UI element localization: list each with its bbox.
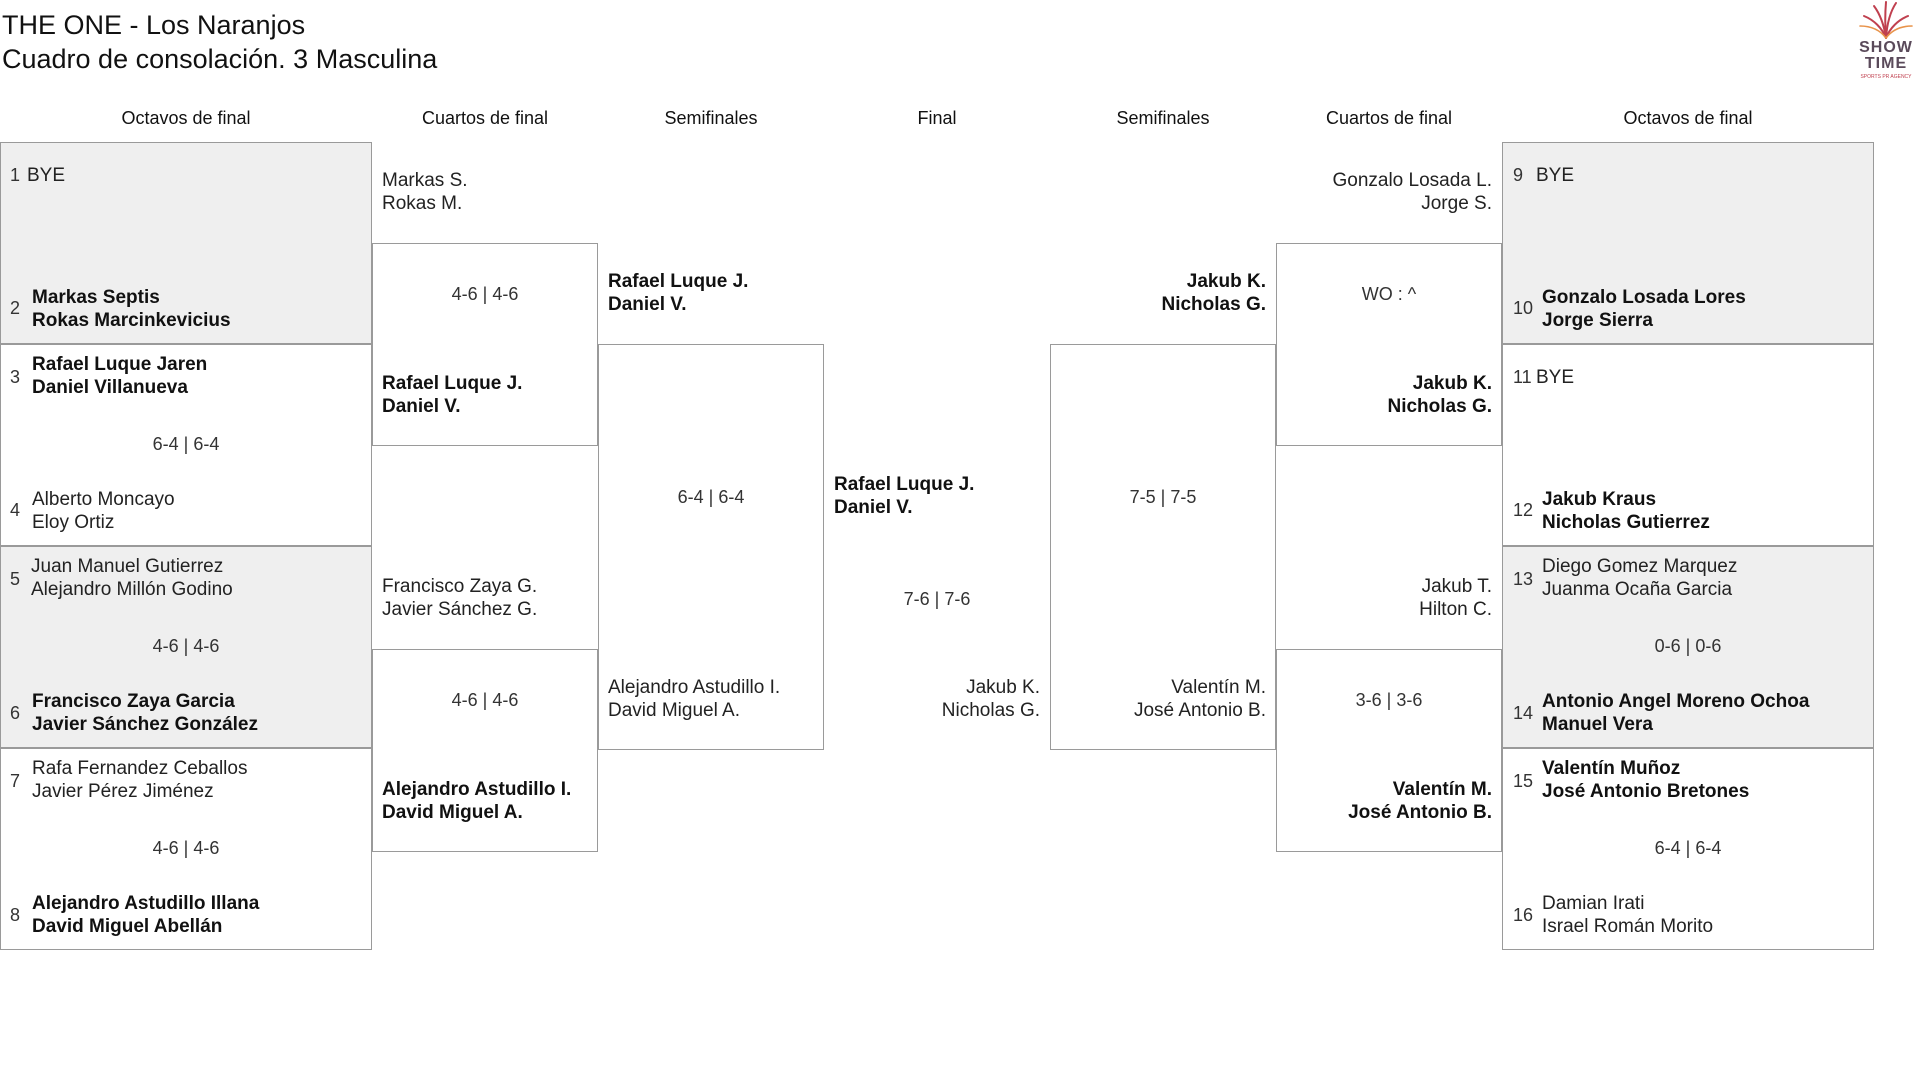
round-header-left-sf: Semifinales: [664, 108, 758, 128]
seed-number: 8: [10, 905, 21, 925]
team-loser: Markas S.Rokas M.: [382, 170, 468, 214]
round-header-final: Final: [917, 108, 957, 128]
right-r16-match-4: [1502, 748, 1874, 950]
seed-number: 16: [1513, 905, 1534, 925]
match-score: 4-6 | 4-6: [152, 838, 220, 858]
team-winner: Jakub K.Nicholas G.: [1387, 373, 1492, 417]
seed-number: 6: [10, 703, 21, 723]
round-header-right-sf: Semifinales: [1116, 108, 1210, 128]
logo-tagline: SPORTS PR AGENCY: [1860, 74, 1912, 80]
left-qf-match-2: [372, 649, 598, 852]
round-header-right-qf: Cuartos de final: [1325, 108, 1453, 128]
team-loser: Gonzalo Losada L.Jorge S.: [1332, 170, 1492, 214]
team-winner: Jakub K.Nicholas G.: [1161, 271, 1266, 315]
right-qf-match-1: [1276, 243, 1502, 446]
seed-number: 11: [1513, 367, 1532, 387]
left-r16-match-2: [0, 344, 372, 546]
right-sf-match: [1050, 344, 1276, 750]
right-r16-match-3: [1502, 546, 1874, 748]
round-header-right-r16: Octavos de final: [1623, 108, 1753, 128]
match-score: 3-6 | 3-6: [1355, 690, 1423, 710]
round-header-left-qf: Cuartos de final: [421, 108, 549, 128]
match-score: 6-4 | 6-4: [1654, 838, 1722, 858]
match-score: 7-5 | 7-5: [1129, 487, 1197, 507]
left-r16-match-3: [0, 546, 372, 748]
logo-word-show: SHOW: [1859, 39, 1913, 56]
fireworks-icon: [1859, 1, 1913, 39]
seed-number: 3: [10, 367, 21, 387]
page-title: THE ONE - Los Naranjos Cuadro de consola…: [2, 8, 437, 76]
team-loser: Francisco Zaya G.Javier Sánchez G.: [382, 576, 538, 620]
match-score: 4-6 | 4-6: [451, 690, 519, 710]
seed-number: 10: [1513, 298, 1534, 318]
left-sf-match: [598, 344, 824, 750]
team-winner: Rafael Luque J.Daniel V.: [608, 271, 749, 315]
team-winner: Valentín M.José Antonio B.: [1348, 779, 1492, 823]
seed-number: 7: [10, 771, 21, 791]
right-r16-match-1: [1502, 142, 1874, 344]
seed-number: 12: [1513, 500, 1534, 520]
team-winner: Alejandro Astudillo I.David Miguel A.: [382, 779, 572, 823]
seed-number: 9: [1513, 165, 1524, 185]
match-score: 4-6 | 4-6: [152, 636, 220, 656]
left-r16-match-4: [0, 748, 372, 950]
seed-number: 14: [1513, 703, 1534, 723]
match-score: 0-6 | 0-6: [1654, 636, 1722, 656]
logo-word-time: TIME: [1864, 55, 1908, 72]
seed-number: 13: [1513, 569, 1534, 589]
match-score: WO : ^: [1361, 284, 1417, 304]
seed-number: 1: [10, 165, 21, 185]
team-loser: Alejandro Astudillo I.David Miguel A.: [608, 677, 781, 721]
seed-number: 15: [1513, 771, 1534, 791]
seed-number: 5: [10, 569, 21, 589]
match-score: 4-6 | 4-6: [451, 284, 519, 304]
final-score: 7-6 | 7-6: [903, 589, 971, 609]
right-r16-match-2: [1502, 344, 1874, 546]
right-qf-match-2: [1276, 649, 1502, 852]
showtime-logo: SHOW TIME SPORTS PR AGENCY: [1852, 0, 1920, 82]
left-qf-match-1: [372, 243, 598, 446]
seed-number: 2: [10, 298, 21, 318]
final-winner: Rafael Luque J.Daniel V.: [834, 474, 975, 518]
left-r16-match-1: [0, 142, 372, 344]
seed-number: 4: [10, 500, 21, 520]
team-loser: Jakub T.Hilton C.: [1419, 576, 1492, 620]
player-bye: BYE: [27, 165, 66, 186]
team-loser: Valentín M.José Antonio B.: [1133, 677, 1266, 721]
tournament-name: THE ONE - Los Naranjos: [2, 10, 306, 40]
round-header-left-r16: Octavos de final: [121, 108, 251, 128]
match-score: 6-4 | 6-4: [677, 487, 745, 507]
match-score: 6-4 | 6-4: [152, 434, 220, 454]
player-bye: BYE: [1536, 367, 1575, 388]
final-runner-up: Jakub K.Nicholas G.: [941, 677, 1040, 721]
player-bye: BYE: [1536, 165, 1575, 186]
team-winner: Rafael Luque J.Daniel V.: [382, 373, 523, 417]
draw-name: Cuadro de consolación. 3 Masculina: [2, 44, 438, 74]
